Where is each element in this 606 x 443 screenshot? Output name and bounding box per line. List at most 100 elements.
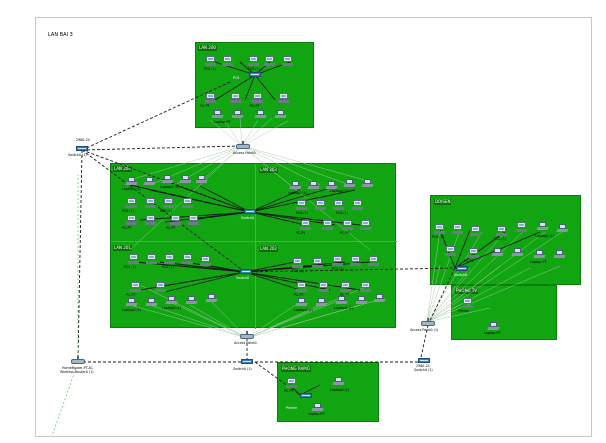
laptop-icon[interactable] <box>145 298 158 307</box>
laptop-icon[interactable] <box>125 177 138 186</box>
pc-icon[interactable] <box>222 56 233 66</box>
wireless-router[interactable] <box>71 356 85 364</box>
wireless-links-right <box>426 229 566 323</box>
pc-icon[interactable] <box>470 226 481 236</box>
pc-icon[interactable] <box>282 56 293 66</box>
access-point-mid[interactable] <box>240 331 254 339</box>
pc-icon[interactable] <box>315 200 326 210</box>
pc-icon[interactable] <box>200 256 211 266</box>
laptop-icon[interactable] <box>125 298 138 307</box>
laptop-icon[interactable] <box>289 181 302 190</box>
access-point-right[interactable] <box>421 318 435 326</box>
pc-icon[interactable] <box>130 282 141 292</box>
pc-icon[interactable] <box>155 282 166 292</box>
laptop-icon[interactable] <box>254 110 267 119</box>
access-point-top[interactable] <box>236 141 250 149</box>
laptop-icon[interactable] <box>325 181 338 190</box>
laptop-icon[interactable] <box>556 224 569 233</box>
laptop-icon[interactable] <box>143 177 156 186</box>
switch-bottom[interactable] <box>241 358 253 365</box>
pc-icon[interactable] <box>145 215 156 225</box>
pc-icon[interactable] <box>312 258 323 268</box>
switch-lan204[interactable] <box>244 208 256 215</box>
pc-icon[interactable] <box>468 248 479 258</box>
laptop-icon[interactable] <box>536 222 549 231</box>
pc-icon[interactable] <box>496 226 507 236</box>
laptop-icon[interactable] <box>487 322 500 331</box>
pc-icon[interactable] <box>128 254 139 264</box>
laptop-icon[interactable] <box>332 377 345 386</box>
pc-icon[interactable] <box>360 282 371 292</box>
pc-icon[interactable] <box>146 254 157 264</box>
pc-icon[interactable] <box>516 222 527 232</box>
switch-left[interactable] <box>76 145 88 152</box>
pc-icon[interactable] <box>318 282 329 292</box>
pc-icon[interactable] <box>163 198 174 208</box>
pc-icon[interactable] <box>434 224 445 234</box>
pc-icon[interactable] <box>182 254 193 264</box>
pc-icon[interactable] <box>296 200 307 210</box>
pc-icon[interactable] <box>368 256 379 266</box>
pc-icon[interactable] <box>292 258 303 268</box>
laptop-icon[interactable] <box>533 250 546 259</box>
laptop-icon[interactable] <box>295 298 308 307</box>
laptop-icon[interactable] <box>205 294 218 303</box>
pc-icon[interactable] <box>126 198 137 208</box>
laptop-icon[interactable] <box>211 110 224 119</box>
laptop-icon[interactable] <box>361 179 374 188</box>
switch-phong-ramo[interactable] <box>300 392 312 399</box>
switch-lan200[interactable] <box>249 71 261 78</box>
laptop-icon[interactable] <box>161 175 174 184</box>
laptop-icon[interactable] <box>553 250 566 259</box>
laptop-icon[interactable] <box>335 296 348 305</box>
pc-icon[interactable] <box>205 93 216 103</box>
pc-icon[interactable] <box>264 56 275 66</box>
pc-icon[interactable] <box>342 220 353 230</box>
laptop-icon[interactable] <box>179 175 192 184</box>
laptop-icon[interactable] <box>315 298 328 307</box>
pc-icon[interactable] <box>286 378 297 388</box>
laptop-label: Laptop0 (1) <box>330 388 350 392</box>
laptop-icon[interactable] <box>307 181 320 190</box>
pc-icon[interactable] <box>145 198 156 208</box>
pc-icon[interactable] <box>252 93 263 103</box>
switch-right[interactable] <box>418 357 430 364</box>
pc-icon[interactable] <box>182 198 193 208</box>
pc-icon[interactable] <box>170 215 181 225</box>
pc-icon[interactable] <box>164 254 175 264</box>
pc-icon[interactable] <box>360 220 371 230</box>
laptop-icon[interactable] <box>165 296 178 305</box>
pc-icon[interactable] <box>332 256 343 266</box>
pc-icon[interactable] <box>230 93 241 103</box>
laptop-icon[interactable] <box>195 175 208 184</box>
laptop-icon[interactable] <box>231 110 244 119</box>
pc-icon[interactable] <box>350 256 361 266</box>
pc-icon[interactable] <box>296 282 307 292</box>
laptop-icon[interactable] <box>274 110 287 119</box>
zone-divider-horizontal <box>111 241 397 242</box>
laptop-icon[interactable] <box>491 248 504 257</box>
pc-icon[interactable] <box>352 200 363 210</box>
laptop-icon[interactable] <box>355 296 368 305</box>
pc-icon[interactable] <box>300 220 311 230</box>
laptop-icon[interactable] <box>185 296 198 305</box>
laptop-icon[interactable] <box>343 179 356 188</box>
pc-icon[interactable] <box>248 56 259 66</box>
pc-icon[interactable] <box>445 246 456 256</box>
switch-doisen[interactable] <box>456 265 468 272</box>
pc-icon[interactable] <box>205 56 216 66</box>
pc-icon[interactable] <box>126 215 137 225</box>
laptop-icon[interactable] <box>511 248 524 257</box>
switch-lan201[interactable] <box>240 268 252 275</box>
pc-icon[interactable] <box>340 282 351 292</box>
pc-icon[interactable] <box>322 220 333 230</box>
access-point-label: Access Point0 (1) <box>410 328 439 332</box>
pc-icon[interactable] <box>278 93 289 103</box>
pc-icon[interactable] <box>462 298 473 308</box>
pc-icon[interactable] <box>333 200 344 210</box>
pc-icon[interactable] <box>188 215 199 225</box>
laptop-icon[interactable] <box>311 403 324 412</box>
pc-label: PC-PT <box>122 226 132 230</box>
pc-icon[interactable] <box>452 224 463 234</box>
laptop-icon[interactable] <box>373 294 386 303</box>
